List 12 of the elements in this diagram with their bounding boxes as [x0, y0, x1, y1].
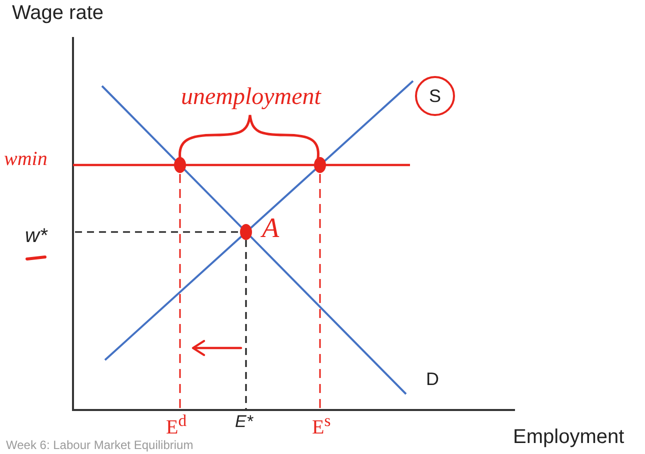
axis-label: Wage rate [12, 2, 104, 24]
axis-label: Employment [513, 426, 624, 448]
annotation: unemployment [181, 84, 321, 110]
curve-label: D [426, 370, 439, 390]
tick-label: E* [235, 413, 253, 432]
curve-label: S [415, 76, 455, 116]
tick-label: w* [25, 225, 48, 247]
tick-label: E$^{s}$ [312, 412, 331, 439]
tick-label: E$^{d}$ [166, 412, 187, 439]
tick-label: wmin [4, 148, 48, 170]
point-label: A [262, 214, 280, 245]
caption: Week 6: Labour Market Equilibrium [6, 439, 194, 452]
